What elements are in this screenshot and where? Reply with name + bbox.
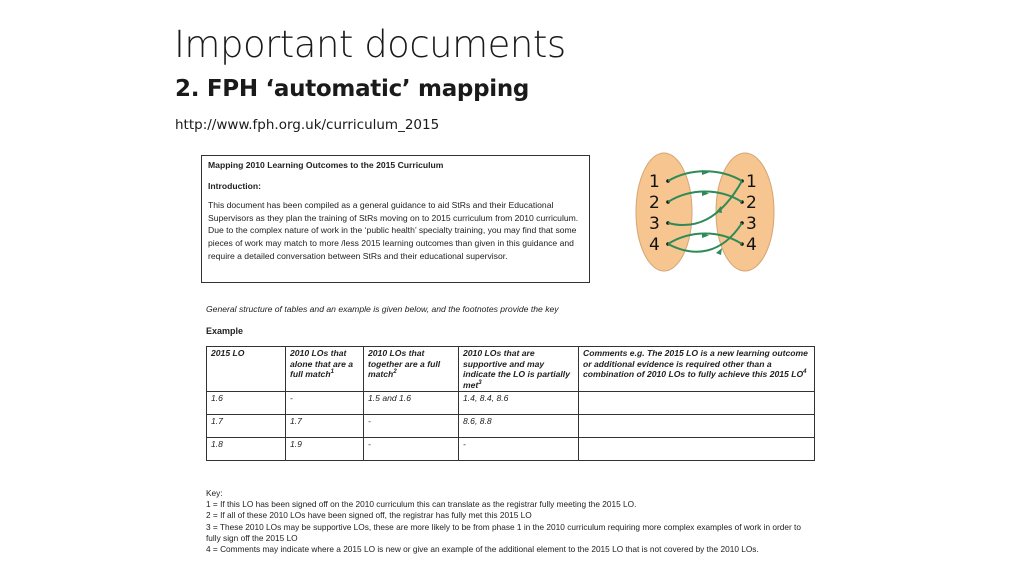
key-item: 4 = Comments may indicate where a 2015 L…: [206, 544, 759, 555]
curriculum-link[interactable]: http://www.fph.org.uk/curriculum_2015: [175, 117, 440, 133]
svg-text:2: 2: [649, 193, 660, 213]
header-comments: Comments e.g. The 2015 LO is a new learn…: [578, 346, 815, 392]
introduction-heading: Introduction:: [208, 180, 261, 191]
svg-text:2: 2: [746, 193, 757, 213]
codomain-set-oval: [715, 152, 775, 272]
table-cell: -: [458, 437, 579, 461]
key-item: 1 = If this LO has been signed off on th…: [206, 499, 637, 510]
slide-subtitle: 2. FPH ‘automatic’ mapping: [175, 76, 530, 102]
svg-text:4: 4: [649, 235, 660, 255]
lo-mapping-table: 2015 LO 2010 LOs that alone that are a f…: [206, 346, 815, 461]
svg-text:4: 4: [746, 235, 757, 255]
key-item: 3 = These 2010 LOs may be supportive LOs…: [206, 521, 801, 543]
table-row: 1.7 1.7 - 8.6, 8.8: [206, 414, 815, 438]
table-cell: -: [363, 414, 459, 438]
table-cell: 1.8: [206, 437, 286, 461]
table-cell: 1.9: [285, 437, 364, 461]
table-row: 1.6 - 1.5 and 1.6 1.4, 8.4, 8.6: [206, 391, 815, 415]
key-item: 2 = If all of these 2010 LOs have been s…: [206, 510, 532, 521]
key-heading: Key:: [206, 488, 223, 498]
svg-text:1: 1: [649, 172, 660, 192]
svg-text:3: 3: [649, 214, 660, 234]
table-cell: 1.5 and 1.6: [363, 391, 459, 415]
table-cell: 1.6: [206, 391, 286, 415]
document-title: Mapping 2010 Learning Outcomes to the 20…: [208, 160, 444, 170]
footnote-key: Key: 1 = If this LO has been signed off …: [206, 488, 806, 555]
header-full-match-together: 2010 LOs that together are a full match2: [363, 346, 459, 392]
table-cell: [578, 414, 815, 438]
mapping-diagram-icon: 1 2 3 4 1 2 3 4: [635, 152, 775, 272]
svg-text:1: 1: [746, 172, 757, 192]
table-cell: -: [363, 437, 459, 461]
table-cell: -: [285, 391, 364, 415]
example-heading: Example: [206, 326, 244, 336]
table-cell: 1.7: [285, 414, 364, 438]
general-structure-note: General structure of tables and an examp…: [206, 304, 559, 314]
introduction-paragraph: This document has been compiled as a gen…: [208, 200, 579, 261]
header-supportive: 2010 LOs that are supportive and may ind…: [458, 346, 579, 392]
domain-set-oval: [635, 152, 693, 272]
table-cell: 1.7: [206, 414, 286, 438]
table-header-row: 2015 LO 2010 LOs that alone that are a f…: [206, 346, 815, 392]
table-row: 1.8 1.9 - -: [206, 437, 815, 461]
table-cell: [578, 437, 815, 461]
slide-title: Important documents: [174, 23, 566, 66]
header-2015-lo: 2015 LO: [206, 346, 286, 392]
svg-text:3: 3: [746, 214, 757, 234]
intro-document-excerpt: Mapping 2010 Learning Outcomes to the 20…: [201, 155, 590, 283]
table-cell: 8.6, 8.8: [458, 414, 579, 438]
table-cell: [578, 391, 815, 415]
header-full-match-alone: 2010 LOs that alone that are a full matc…: [285, 346, 364, 392]
table-cell: 1.4, 8.4, 8.6: [458, 391, 579, 415]
